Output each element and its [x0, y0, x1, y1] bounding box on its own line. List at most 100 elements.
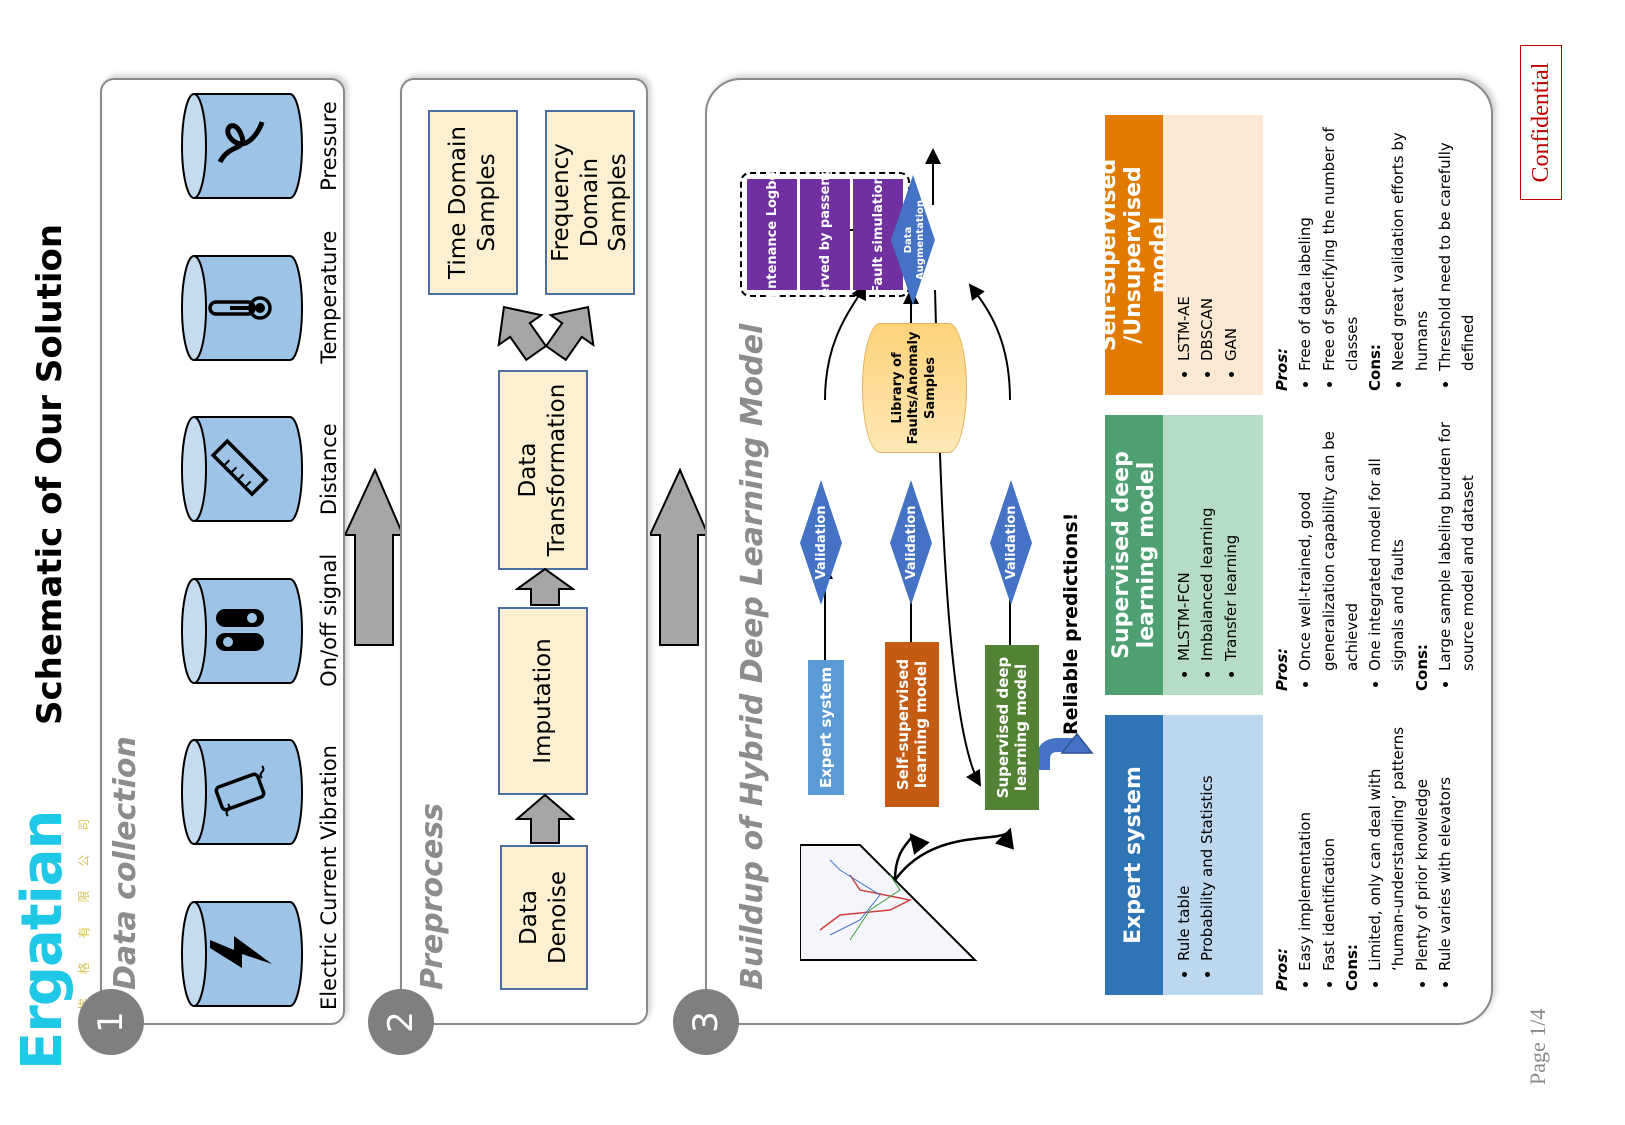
sensor-label: On/off signal [317, 553, 341, 687]
model-self-supervised: Self-supervised learning model [885, 642, 939, 807]
card-item: Probability and Statistics [1196, 729, 1219, 961]
validation-diamond-supervised: Validation [990, 480, 1032, 605]
model-cards: Expert systemRule tableProbability and S… [1096, 115, 1488, 995]
vibrating-phone-icon [214, 765, 266, 818]
con-item: Need great validation efforts by humans [1387, 119, 1434, 371]
step-imputation: Imputation [498, 607, 588, 795]
validation-diamond-self-supervised: Validation [890, 480, 932, 605]
sensor-on-off-signal: On/off signal [180, 553, 341, 687]
pro-item: Free of specifying the number of classes [1318, 119, 1365, 371]
step-data-transformation: Data Transformation [498, 370, 588, 570]
logo-text: Ergatian [10, 810, 75, 1070]
fault-sources-group: Maintenance Logbook Observed by passenge… [740, 144, 910, 325]
signal-chart-thumbnail [800, 844, 978, 961]
con-item: Plenty of prior knowledge [1411, 719, 1434, 971]
thermometer-icon [208, 295, 272, 320]
logo-subtitle: 埃 格 有 限 公 司 [77, 808, 91, 1010]
validation-diamond-expert: Validation [800, 480, 842, 605]
card-item: GAN [1220, 129, 1243, 361]
page-number: Page 1/4 [1525, 1008, 1550, 1085]
pros-cons: Pros:Once well-trained, good generalizat… [1263, 415, 1488, 695]
sensor-cylinder [181, 254, 303, 361]
sensor-cylinder [181, 739, 303, 846]
validation-label: Validation [1003, 505, 1019, 580]
sensor-cylinder [181, 901, 303, 1007]
pro-item: Once well-trained, good generalization c… [1294, 419, 1364, 671]
pro-item: Fast identification [1318, 719, 1341, 971]
step-arrow-1 [515, 793, 575, 844]
sensor-cylinder [181, 93, 303, 200]
card-items: Rule tableProbability and Statistics [1163, 715, 1263, 995]
cons-label: Cons: [1366, 344, 1384, 391]
card-items: LSTM-AEDBSCANGAN [1163, 115, 1263, 395]
arrow-shape [345, 467, 405, 646]
card-item: DBSCAN [1196, 129, 1219, 361]
card-item: MLSTM-FCN [1173, 429, 1196, 661]
fault-library-cylinder: Library of Faults/Anomaly Samples [862, 323, 967, 453]
sensor-label: Electric Current [317, 846, 341, 1010]
card-items: MLSTM-FCNImbalanced learningTransfer lea… [1163, 415, 1263, 695]
sensor-pressure: Pressure [180, 90, 341, 202]
con-item: Limited, only can deal with ‘human-under… [1364, 719, 1411, 971]
page-title: Schematic of Our Solution [30, 223, 70, 725]
pro-item: Free of data labeling [1294, 119, 1317, 371]
sensor-label: Distance [317, 423, 341, 516]
model-card-supervised-deep-learning-model: Supervised deep learning modelMLSTM-FCNI… [1105, 415, 1485, 695]
data-collection-title: Data collection [108, 736, 143, 990]
ruler-icon [210, 438, 269, 497]
flow-arrow-2 [650, 467, 710, 646]
pro-item: One integrated model for all signals and… [1364, 419, 1411, 671]
validation-label: Validation [903, 505, 919, 580]
reliable-predictions-label: Reliable predictions! [1060, 512, 1082, 735]
flow-arrow-1 [345, 467, 405, 646]
preprocess-title: Preprocess [415, 803, 450, 990]
sensor-cylinder [181, 577, 303, 684]
card-item: Imbalanced learning [1196, 429, 1219, 661]
con-item: Threshold need to be carefully defined [1434, 119, 1481, 371]
step-arrow-2 [515, 567, 575, 606]
data-augmentation-label-2: Augmentation [915, 200, 926, 280]
toggle-switch-icon [216, 608, 264, 651]
section-number-1: 1 [78, 989, 144, 1055]
data-augmentation-label-1: Data [903, 227, 914, 254]
sensor-label: Vibration [317, 745, 341, 840]
card-item: Rule table [1173, 729, 1196, 961]
pros-cons: Pros:Free of data labelingFree of specif… [1263, 115, 1488, 395]
sensor-electric-current: Electric Current [180, 846, 341, 1010]
con-item: Large sample labeling burden for source … [1434, 419, 1481, 671]
output-time-domain: Time Domain Samples [428, 110, 518, 295]
output-frequency-domain: Frequency Domain Samples [545, 110, 635, 295]
model-expert-system: Expert system [808, 660, 844, 795]
lightning-icon [210, 936, 272, 968]
sensor-cylinder [181, 416, 303, 523]
model-supervised-deep: Supervised deep learning model [985, 645, 1039, 810]
sensor-label: Pressure [317, 101, 341, 191]
card-title: Self-supervised /Unsupervised model [1096, 115, 1172, 395]
con-item: Rule varies with elevators [1434, 719, 1457, 971]
model-card-self-supervised-unsupervised-model: Self-supervised /Unsupervised modelLSTM-… [1096, 115, 1488, 395]
model-card-expert-system: Expert systemRule tableProbability and S… [1105, 715, 1485, 995]
cons-label: Cons: [1342, 944, 1361, 991]
sensor-label: Temperature [317, 230, 341, 364]
sensor-list: Electric Current Vibration On/off signal Di… [180, 90, 341, 1010]
pros-cons: Pros:Easy implementationFast identificat… [1263, 715, 1465, 995]
sensor-temperature: Temperature [180, 230, 341, 364]
pro-item: Easy implementation [1294, 719, 1317, 971]
data-augmentation-diamond: Data Augmentation [891, 175, 935, 305]
source-observed-by-passengers: Observed by passengers [800, 144, 850, 325]
section-number-2: 2 [368, 989, 434, 1055]
card-item: Transfer learning [1220, 429, 1243, 661]
sensor-vibration: Vibration [180, 736, 341, 848]
pros-label: Pros: [1273, 647, 1291, 691]
card-title: Expert system [1105, 715, 1163, 995]
pros-label: Pros: [1273, 947, 1291, 991]
step-data-denoise: Data Denoise [500, 845, 588, 990]
confidential-badge: Confidential [1520, 45, 1562, 200]
card-item: LSTM-AE [1173, 129, 1196, 361]
validation-label: Validation [813, 505, 829, 580]
knot-icon [217, 121, 265, 164]
source-maintenance-logbook: Maintenance Logbook [747, 154, 797, 315]
cons-label: Cons: [1412, 644, 1431, 691]
pros-label: Pros: [1273, 347, 1291, 391]
